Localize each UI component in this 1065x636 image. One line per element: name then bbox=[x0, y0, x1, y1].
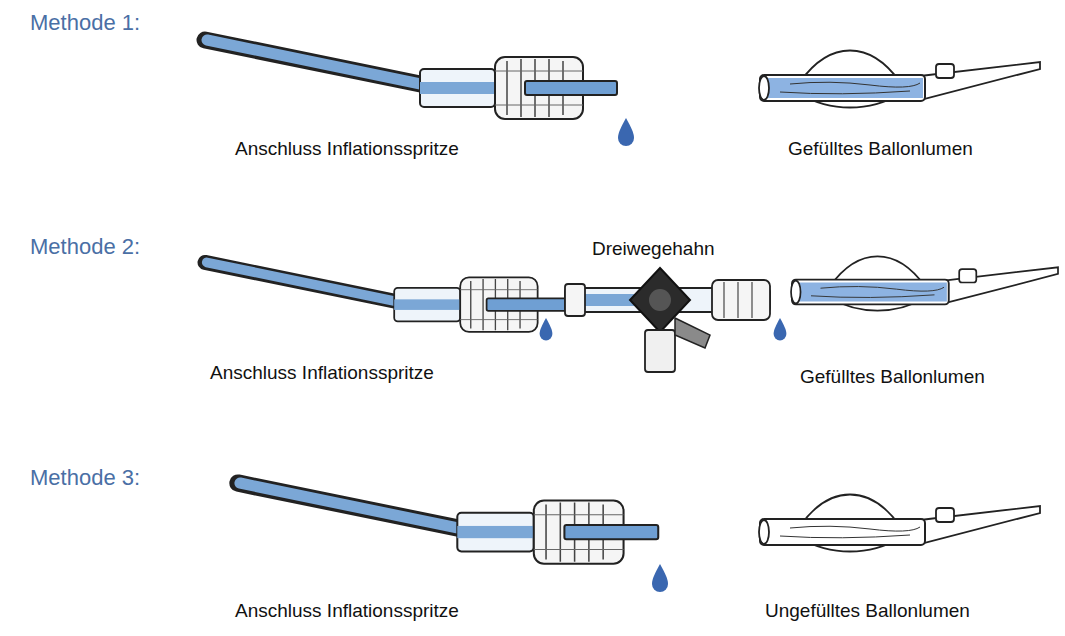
method-heading: Methode 2: bbox=[30, 234, 140, 260]
three-way-stopcock bbox=[565, 268, 770, 372]
part-label: Gefülltes Ballonlumen bbox=[788, 138, 973, 160]
part-label: Gefülltes Ballonlumen bbox=[800, 366, 985, 388]
part-label: Anschluss Inflationsspritze bbox=[235, 600, 459, 622]
method-heading: Methode 3: bbox=[30, 465, 140, 491]
part-label: Anschluss Inflationsspritze bbox=[235, 138, 459, 160]
method-heading: Methode 1: bbox=[30, 10, 140, 36]
part-label: Dreiwegehahn bbox=[592, 238, 715, 260]
part-label: Anschluss Inflationsspritze bbox=[210, 362, 434, 384]
part-label: Ungefülltes Ballonlumen bbox=[765, 600, 970, 622]
